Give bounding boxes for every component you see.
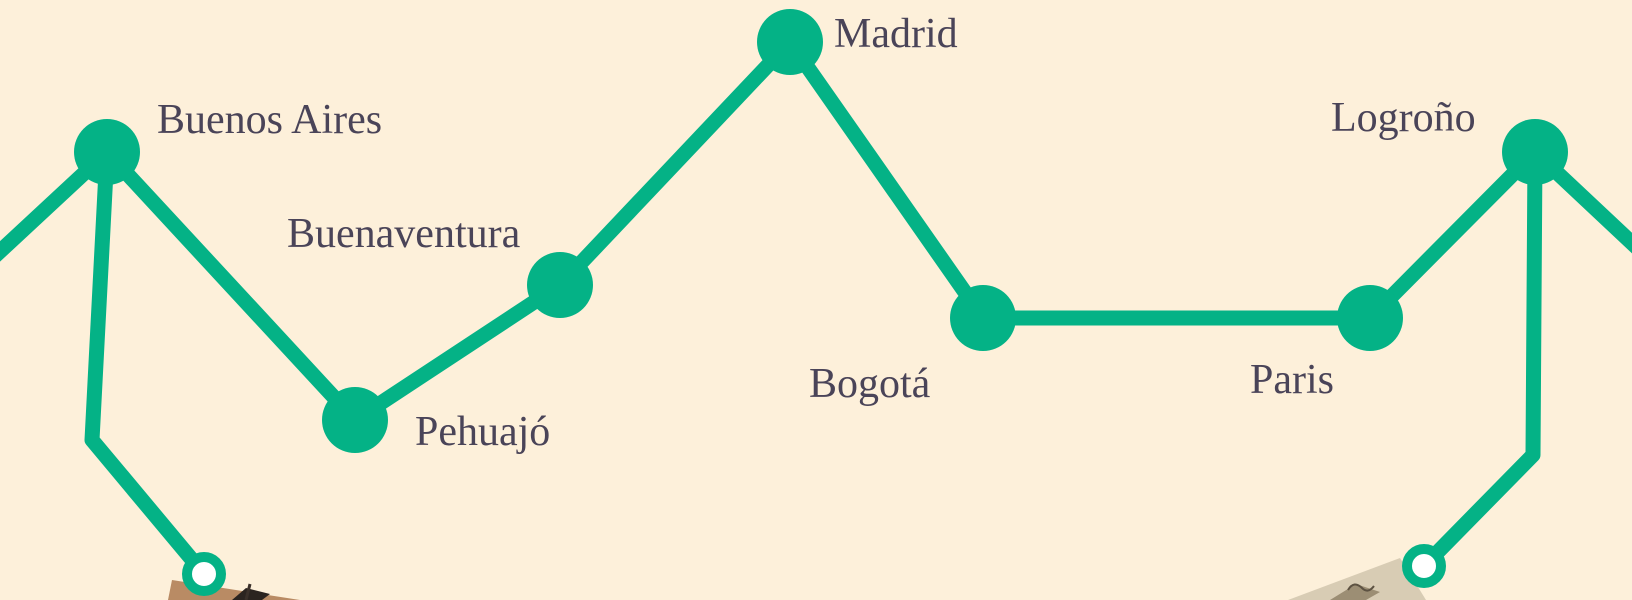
photo-right: [1288, 558, 1426, 600]
connector-left: [84, 144, 212, 582]
city-labels: Buenos Aires Pehuajó Buenaventura Madrid…: [157, 11, 1476, 455]
node-madrid[interactable]: [757, 9, 823, 75]
photo-anchor-nodes: [182, 544, 1446, 596]
node-pehuajo[interactable]: [322, 387, 388, 453]
label-pehuajo: Pehuajó: [415, 409, 550, 455]
anchor-left: [182, 552, 226, 596]
node-bogota[interactable]: [950, 285, 1016, 351]
node-buenaventura[interactable]: [527, 252, 593, 318]
label-paris: Paris: [1250, 357, 1334, 403]
label-logrono: Logroño: [1331, 95, 1476, 141]
node-buenos-aires[interactable]: [74, 119, 140, 185]
label-madrid: Madrid: [834, 11, 958, 57]
node-logrono[interactable]: [1502, 119, 1568, 185]
node-paris[interactable]: [1337, 285, 1403, 351]
city-nodes: [74, 9, 1568, 453]
label-buenaventura: Buenaventura: [287, 211, 521, 257]
label-bogota: Bogotá: [809, 361, 931, 407]
label-buenos-aires: Buenos Aires: [157, 97, 382, 143]
anchor-right: [1402, 544, 1446, 588]
connector-right: [1416, 144, 1543, 574]
